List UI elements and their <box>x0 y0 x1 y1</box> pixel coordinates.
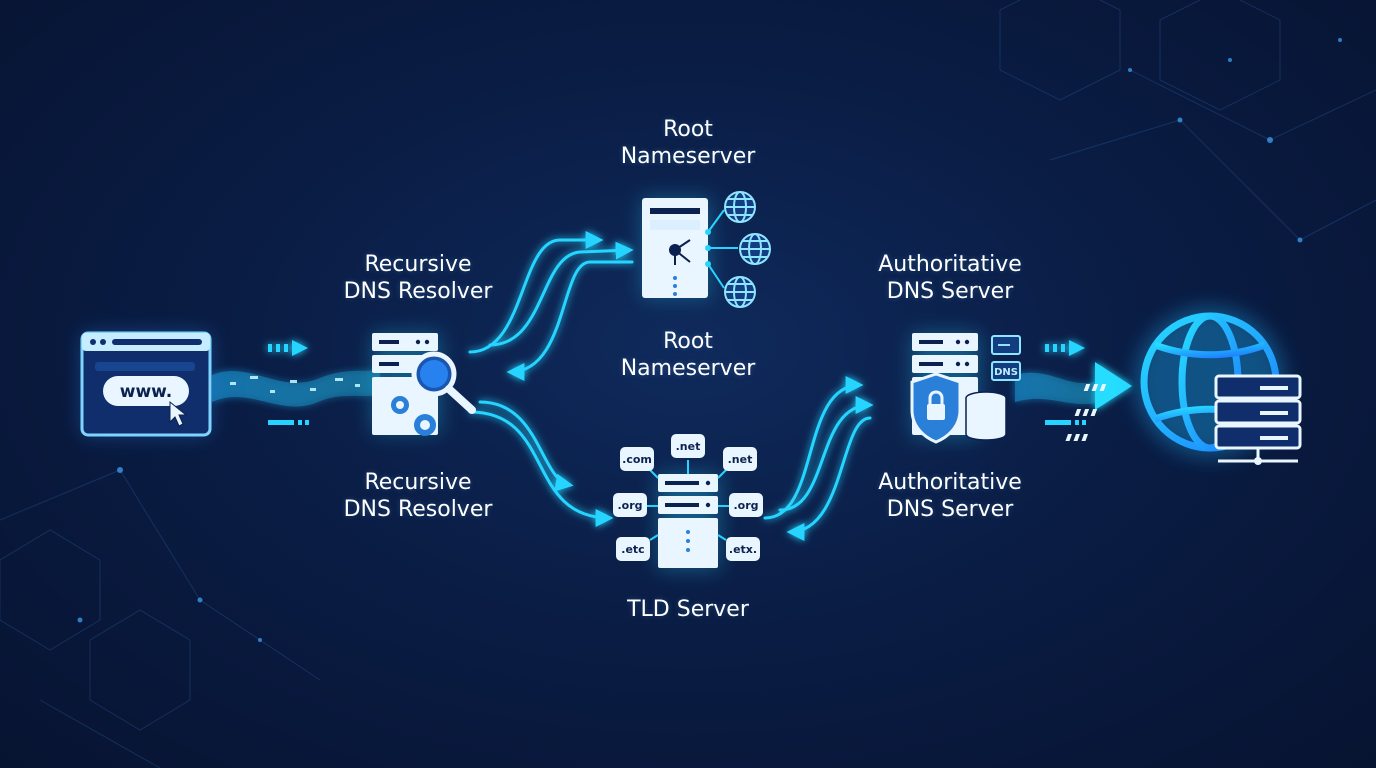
tld-server-icon: .com .net .net .org .org .etc .etx. <box>613 434 763 570</box>
root-label-bottom: Root Nameserver <box>621 328 756 382</box>
globe-icon-2 <box>739 233 771 265</box>
authoritative-label-top-line-1: Authoritative <box>878 252 1022 277</box>
tld-tag: .net <box>676 440 701 453</box>
gear-icon <box>391 396 436 436</box>
dashed-arrow-right-2 <box>1045 340 1085 356</box>
tld-tag-bg <box>616 537 650 561</box>
resolver-label-bottom: Recursive DNS Resolver <box>344 469 493 523</box>
tld-tag: .etx. <box>729 543 757 556</box>
server-rack-icon <box>1065 374 1302 465</box>
globe-icon-1 <box>724 191 756 223</box>
svg-text:DNS: DNS <box>994 367 1018 378</box>
arrow-tld-to-auth-2 <box>778 396 874 512</box>
tld-tag-bg <box>620 447 654 471</box>
root-label-top-line-2: Nameserver <box>620 144 756 169</box>
root-label-bottom-line-1: Root <box>663 329 713 354</box>
arrow-resolver-to-root-2 <box>488 241 634 347</box>
authoritative-label-top-line-2: DNS Server <box>886 279 1014 304</box>
tld-label: TLD Server <box>627 597 749 622</box>
cursor-icon <box>169 400 188 427</box>
authoritative-label-top: Authoritative DNS Server <box>878 251 1022 305</box>
resolver-server-icon <box>372 333 476 436</box>
arrow-resolver-to-root <box>468 231 604 354</box>
resolver-label-top-line-2: DNS Resolver <box>343 279 493 304</box>
tld-tag-bg <box>729 493 763 517</box>
dashed-arrow-right-1 <box>268 340 308 356</box>
dashed-line-left-2 <box>1045 420 1086 425</box>
stream-browser-resolver <box>212 370 380 407</box>
magnifier-icon <box>411 351 476 414</box>
root-label-bottom-line-2: Nameserver <box>620 356 756 381</box>
browser-window: www. <box>80 331 212 437</box>
arrow-tld-to-auth <box>763 376 864 520</box>
tld-tag: .org <box>617 499 642 512</box>
authoritative-server-icon: DNS <box>910 333 1021 444</box>
tld-tag-bg <box>613 493 647 517</box>
browser-url: www. <box>120 382 173 402</box>
tld-tag: .net <box>728 453 753 466</box>
root-label-top: Root Nameserver <box>621 116 756 170</box>
arrow-auth-to-tld <box>786 416 872 541</box>
authoritative-label-bottom: Authoritative DNS Server <box>878 469 1022 523</box>
root-label-top-line-1: Root <box>663 117 713 142</box>
stream-auth-globe <box>1015 362 1132 410</box>
resolver-label-top: Recursive DNS Resolver <box>344 251 493 305</box>
authoritative-label-bottom-line-2: DNS Server <box>886 497 1014 522</box>
resolver-label-bottom-line-2: DNS Resolver <box>343 497 493 522</box>
resolver-label-top-line-1: Recursive <box>364 252 472 277</box>
tld-tag-bg <box>723 447 757 471</box>
authoritative-label-bottom-line-1: Authoritative <box>878 470 1022 495</box>
tld-tag: .org <box>733 499 758 512</box>
website-globe-icon <box>1065 307 1302 465</box>
server-stack-small-icon <box>991 335 1021 355</box>
resolver-label-bottom-line-1: Recursive <box>364 470 472 495</box>
database-icon <box>965 391 1007 441</box>
tld-tag: .com <box>622 453 652 466</box>
dns-badge: DNS <box>991 361 1021 381</box>
shield-lock-icon <box>910 372 962 444</box>
root-nameserver-icon <box>642 191 771 308</box>
arrow-resolver-to-tld-2 <box>468 410 614 527</box>
tld-tag-bg <box>671 434 705 458</box>
tld-tag: .etc <box>621 543 644 556</box>
dashed-line-left-1 <box>268 420 309 425</box>
tld-tag-bg <box>726 537 760 561</box>
arrow-resolver-to-tld <box>478 400 574 492</box>
globe-icon-3 <box>724 276 756 308</box>
arrow-root-to-resolver <box>506 260 634 381</box>
